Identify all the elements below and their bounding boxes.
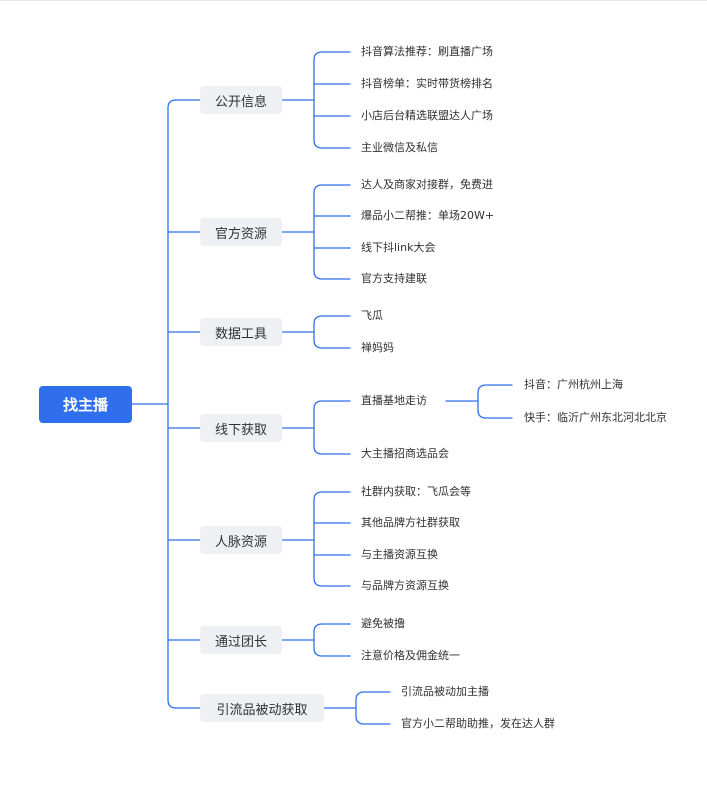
- leaf-node[interactable]: 达人及商家对接群，免费进: [361, 178, 493, 191]
- branch-public-info[interactable]: 公开信息: [200, 86, 282, 114]
- leaf-node[interactable]: 与品牌方资源互换: [361, 579, 449, 592]
- sub-leaf-node[interactable]: 快手：临沂广州东北河北北京: [524, 411, 667, 424]
- leaf-node[interactable]: 注意价格及佣金统一: [361, 649, 460, 662]
- leaf-node[interactable]: 官方小二帮助助推，发在达人群: [401, 717, 555, 730]
- top-divider: [0, 0, 707, 1]
- branch-network[interactable]: 人脉资源: [200, 526, 282, 554]
- branch-group-leader[interactable]: 通过团长: [200, 626, 282, 654]
- leaf-node[interactable]: 官方支持建联: [361, 272, 427, 285]
- leaf-node[interactable]: 社群内获取：飞瓜会等: [361, 485, 471, 498]
- leaf-node[interactable]: 爆品小二帮推：单场20W+: [361, 209, 495, 222]
- branch-traffic-product[interactable]: 引流品被动获取: [200, 694, 324, 722]
- leaf-node[interactable]: 抖音算法推荐：刷直播广场: [361, 45, 493, 58]
- leaf-node[interactable]: 引流品被动加主播: [401, 685, 489, 698]
- sub-leaf-node[interactable]: 抖音：广州杭州上海: [524, 378, 623, 391]
- leaf-node[interactable]: 大主播招商选品会: [361, 447, 449, 460]
- branch-offline[interactable]: 线下获取: [200, 414, 282, 442]
- root-node[interactable]: 找主播: [39, 386, 132, 423]
- leaf-node[interactable]: 小店后台精选联盟达人广场: [361, 109, 493, 122]
- leaf-node[interactable]: 线下抖link大会: [361, 241, 436, 254]
- leaf-node[interactable]: 抖音榜单：实时带货榜排名: [361, 77, 493, 90]
- leaf-node[interactable]: 避免被撸: [361, 617, 405, 630]
- leaf-node[interactable]: 主业微信及私信: [361, 141, 438, 154]
- leaf-node[interactable]: 禅妈妈: [361, 341, 394, 354]
- leaf-node[interactable]: 其他品牌方社群获取: [361, 516, 460, 529]
- leaf-node[interactable]: 与主播资源互换: [361, 548, 438, 561]
- branch-data-tools[interactable]: 数据工具: [200, 318, 282, 346]
- branch-official-resources[interactable]: 官方资源: [200, 218, 282, 246]
- spine-connector: [167, 99, 177, 709]
- leaf-node[interactable]: 飞瓜: [361, 309, 383, 322]
- leaf-node[interactable]: 直播基地走访: [361, 394, 427, 407]
